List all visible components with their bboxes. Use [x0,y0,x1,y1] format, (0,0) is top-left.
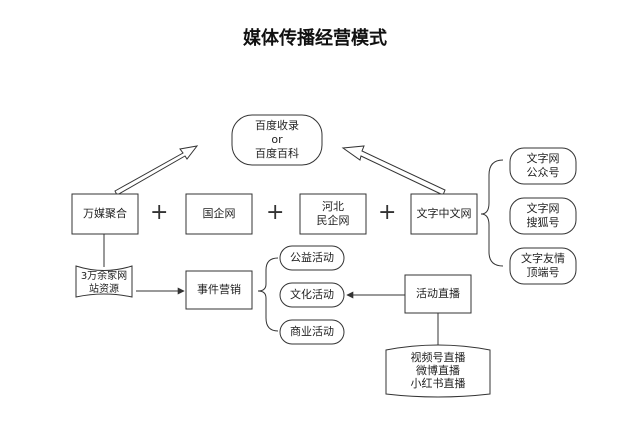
guoqi-label: 国企网 [202,207,236,220]
live-channel-1: 视频号直播 [410,351,466,364]
live-box [404,274,472,314]
baidu-line1: 百度收录 [255,119,299,132]
guoqi-box [185,193,253,235]
plus-sign-3: + [378,200,397,225]
live-label: 活动直播 [416,287,460,300]
activity-brace [257,257,279,332]
wenzi-box [410,193,478,235]
resources-line2: 站资源 [89,284,119,295]
side-node-1 [509,147,577,185]
activity-node-3 [279,319,345,345]
side-node-2 [509,197,577,235]
plus-sign-1: + [150,200,169,225]
hebei-label: 河北 民企网 [300,200,366,228]
wanmei-label: 万媒聚合 [83,207,127,220]
baidu-node-label: 百度收录 or 百度百科 [232,119,322,161]
diagram-title: 媒体传播经营模式 [243,28,387,49]
side-node-3-line1: 文字友情 [521,252,565,265]
side-node-2-line2: 搜狐号 [526,216,560,229]
event-box [185,270,253,310]
resources-banner [75,265,133,298]
resources-line1: 3万余家网 [80,271,128,282]
live-channel-2: 微博直播 [416,364,460,377]
side-node-2-line1: 文字网 [526,202,560,215]
arrow-right-up [341,145,446,196]
live-channel-3: 小红书直播 [410,377,466,390]
side-node-3 [509,247,577,285]
live-channels-label: 视频号直播 微博直播 小红书直播 [386,351,490,390]
wenzi-label: 文字中文网 [416,207,472,220]
hebei-line2: 民企网 [316,214,350,227]
hebei-box [299,193,367,235]
side-node-1-line1: 文字网 [526,152,560,165]
baidu-line2: or [271,133,283,146]
event-marketing-label: 事件营销 [197,283,241,296]
channels-banner [385,344,491,398]
baidu-line3: 百度百科 [255,147,299,160]
side-brace [480,159,504,267]
activity-node-1 [279,245,345,271]
resources-label: 3万余家网 站资源 [76,270,132,296]
activity-node-2 [279,282,345,308]
side-node-3-label: 文字友情 顶端号 [510,252,576,280]
side-node-3-line2: 顶端号 [526,266,560,279]
wanmei-box [71,193,139,235]
side-node-1-line2: 公众号 [526,166,560,179]
activity-3-label: 商业活动 [290,325,334,338]
hebei-line1: 河北 [322,200,344,213]
side-node-1-label: 文字网 公众号 [510,152,576,180]
arrow-left-up [114,145,199,196]
activity-2-label: 文化活动 [290,288,334,301]
side-node-2-label: 文字网 搜狐号 [510,202,576,230]
baidu-node [231,114,323,166]
activity-1-label: 公益活动 [290,251,334,264]
plus-sign-2: + [266,200,285,225]
